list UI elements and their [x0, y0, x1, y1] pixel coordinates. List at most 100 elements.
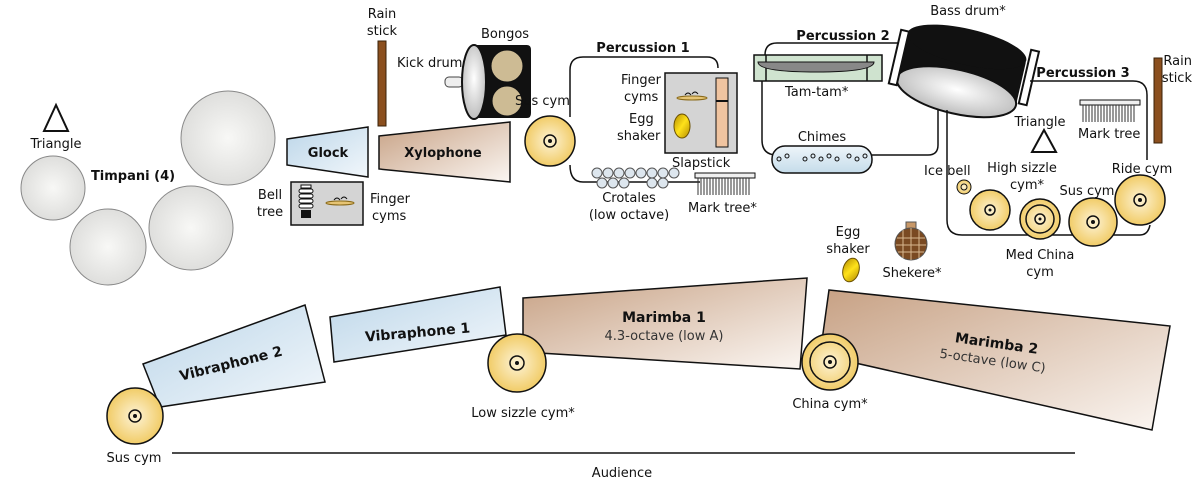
sus-cym-front-label: Sus cym	[107, 451, 162, 466]
ice-bell-icon	[956, 179, 972, 195]
sus-cym-p1-label: Sus cym	[515, 94, 570, 109]
shekere-label: Shekere*	[882, 266, 942, 281]
low-sizzle-label: Low sizzle cym*	[471, 406, 575, 421]
crotale	[602, 167, 614, 179]
marimba-2: Marimba 2 5-octave (low C)	[819, 289, 1171, 431]
mark-tree-p1-icon	[694, 172, 756, 195]
triangle-icon	[42, 102, 70, 132]
timpani: Timpani (4)	[20, 90, 276, 286]
triangle-left-label: Triangle	[29, 137, 81, 152]
marimba-1: Marimba 1 4.3-octave (low A)	[522, 277, 808, 370]
egg-shaker-icon	[673, 113, 691, 139]
triangle-icon	[1030, 127, 1058, 153]
triangle-left: Triangle	[29, 102, 82, 152]
bell-tree-label-1: Bell	[258, 188, 282, 203]
rain-stick-right-label-2: stick	[1162, 71, 1193, 86]
bongo-drum	[490, 49, 524, 83]
triangle-p3-label: Triangle	[1013, 115, 1065, 130]
bongos-label: Bongos	[481, 27, 529, 42]
rain-stick-left: Rain stick	[367, 7, 398, 127]
china-cym-label: China cym*	[792, 397, 868, 412]
med-china-label-1: Med China	[1006, 248, 1075, 263]
high-sizzle-cymbal	[969, 189, 1011, 231]
sus-cym-p3-label: Sus cym	[1060, 184, 1115, 199]
chime-tube	[846, 153, 852, 159]
tam-tam-icon	[757, 61, 875, 73]
percussion-2-group: Percussion 2 Tam-tam* Chimes	[753, 29, 939, 174]
chime-tube	[818, 156, 824, 162]
shekere: Shekere*	[882, 221, 942, 281]
crotales-label-2: (low octave)	[589, 208, 669, 223]
finger-cymbals-icon	[325, 196, 355, 206]
crotale	[635, 167, 647, 179]
china-cymbal: China cym*	[792, 333, 868, 412]
egg-shaker-icon	[842, 257, 860, 283]
crotale	[613, 167, 625, 179]
finger-cymbals-icon	[676, 91, 708, 101]
vibraphone-2-shape	[142, 304, 326, 408]
chime-tube	[810, 153, 816, 159]
rain-stick-left-label-2: stick	[367, 24, 398, 39]
egg-shaker-p1-label-2: shaker	[617, 129, 661, 144]
rain-stick-left-label-1: Rain	[368, 7, 397, 22]
egg-shaker-mid-label-2: shaker	[826, 242, 870, 257]
rain-stick-right-label-1: Rain	[1163, 54, 1192, 69]
sus-cymbal-p1	[524, 115, 576, 167]
high-sizzle-label-1: High sizzle	[987, 161, 1057, 176]
crotale	[624, 167, 636, 179]
egg-shaker-p1-label-1: Egg	[629, 112, 654, 127]
kick-drum-bongos: Kick drum Bongos	[397, 27, 531, 120]
slapstick-label: Slapstick	[672, 156, 731, 171]
chimes-label: Chimes	[798, 130, 847, 145]
percussion-1-label: Percussion 1	[596, 41, 689, 56]
xylophone-label: Xylophone	[404, 146, 482, 161]
xylophone-shape	[378, 121, 511, 183]
marimba-1-sub-label: 4.3-octave (low A)	[605, 329, 724, 344]
audience-label: Audience	[592, 466, 652, 481]
percussion-1-group: Percussion 1 Sus cym Finger cyms Egg sha…	[515, 41, 757, 223]
vibraphone-1: Vibraphone 1	[329, 286, 507, 363]
bass-drum-stand-left	[887, 28, 911, 87]
bongo-drum	[491, 85, 523, 117]
bell-tree-label-2: tree	[257, 205, 283, 220]
ride-cymbal	[1114, 174, 1166, 226]
xylophone: Xylophone	[378, 121, 511, 183]
bell-tree-box: Bell tree Finger cyms	[257, 181, 411, 226]
finger-cyms-left-label-2: cyms	[372, 209, 407, 224]
crotale	[618, 177, 630, 189]
kick-pedal-icon	[444, 76, 464, 88]
ice-bell-label: Ice bell	[924, 164, 971, 179]
crotales-label-1: Crotales	[602, 191, 656, 206]
finger-cyms-left-label-1: Finger	[370, 192, 411, 207]
low-sizzle-cymbal: Low sizzle cym*	[471, 333, 575, 421]
high-sizzle-label-2: cym*	[1010, 178, 1045, 193]
slapstick-icon	[715, 77, 729, 148]
percussion-1-outline	[569, 56, 719, 117]
mark-tree-p3-label: Mark tree	[1078, 127, 1140, 142]
glock-shape	[286, 126, 369, 178]
mark-tree-p3-icon	[1079, 99, 1141, 122]
bass-drum: Bass drum*	[887, 4, 1041, 119]
crotale	[646, 177, 658, 189]
timpani-drum	[20, 155, 86, 221]
ride-cym-label: Ride cym	[1112, 162, 1173, 177]
percussion-3-group: Percussion 3 Triangle Mark tree Rain sti…	[924, 54, 1192, 280]
finger-cyms-p1-label-1: Finger	[621, 73, 662, 88]
tam-tam-label: Tam-tam*	[784, 85, 849, 100]
crotale	[657, 167, 669, 179]
vibraphone-1-shape	[329, 286, 507, 363]
bass-drum-label: Bass drum*	[930, 4, 1006, 19]
crotale	[607, 177, 619, 189]
chime-tube	[862, 153, 868, 159]
chimes-icon	[771, 145, 873, 174]
crotale	[646, 167, 658, 179]
chime-tube	[834, 156, 840, 162]
chime-tube	[784, 153, 790, 159]
chime-tube	[854, 156, 860, 162]
bass-drum-stand-right	[1017, 48, 1041, 107]
kick-drum-label: Kick drum	[397, 56, 462, 71]
chime-tube	[802, 156, 808, 162]
percussion-2-label: Percussion 2	[796, 29, 889, 44]
chime-tubes	[776, 153, 868, 162]
med-china-cymbal	[1019, 198, 1061, 240]
